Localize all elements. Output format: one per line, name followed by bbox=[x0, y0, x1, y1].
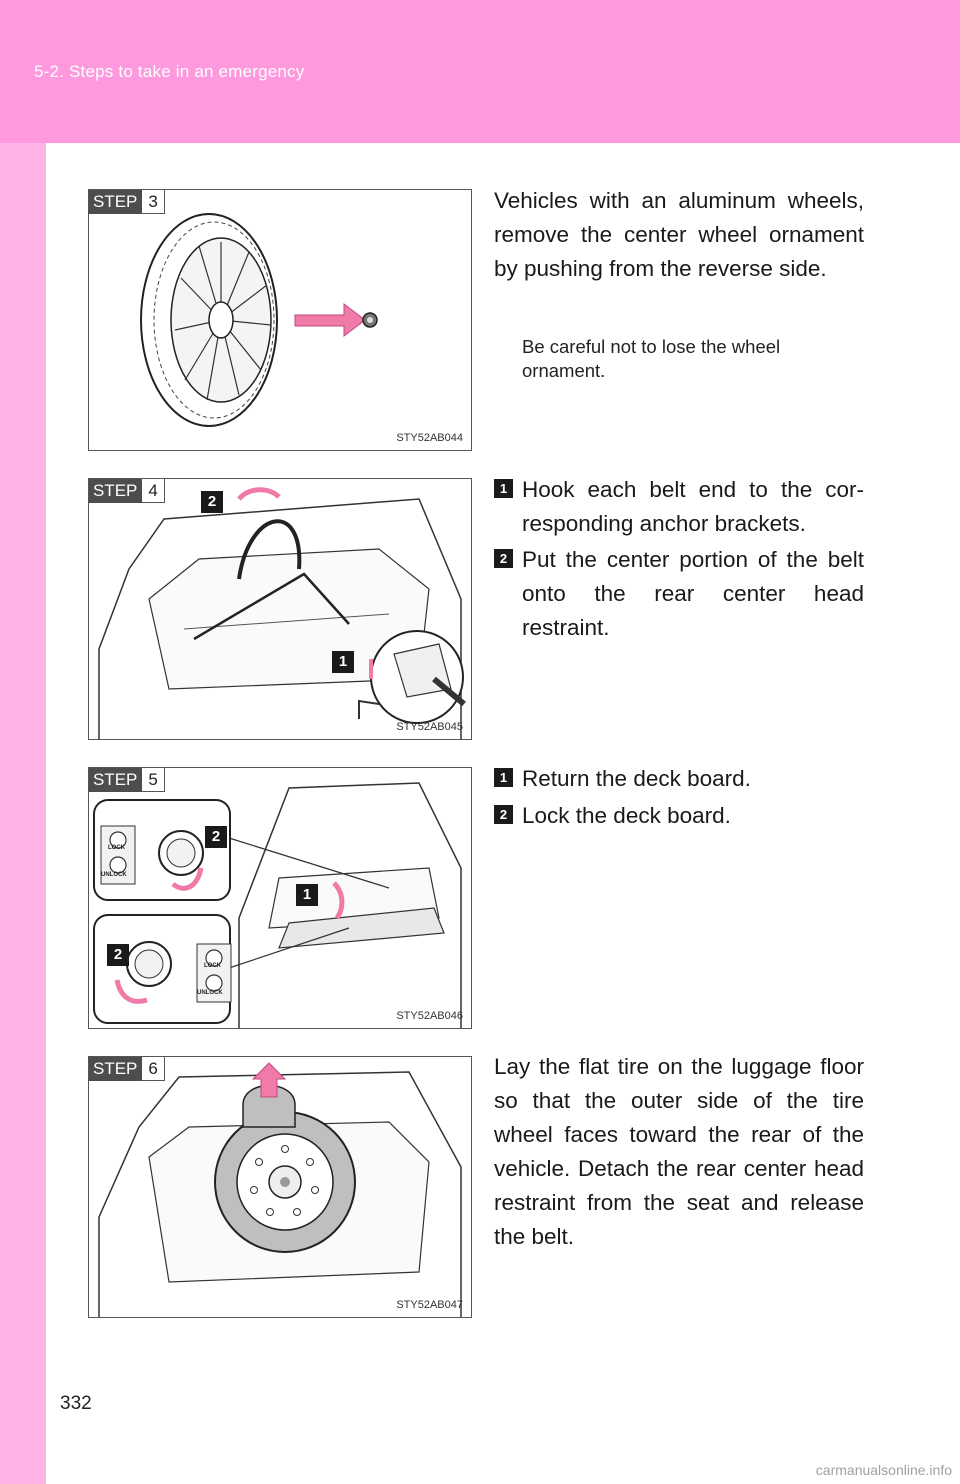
number-marker: 1 bbox=[494, 479, 513, 498]
dial-unlock-label: UNLOCK bbox=[101, 872, 127, 878]
dial-lock-label: LOCK bbox=[204, 963, 221, 969]
step-word: STEP bbox=[89, 190, 143, 214]
step-5-item: 1 Return the deck board. bbox=[494, 762, 864, 796]
step-word: STEP bbox=[89, 1057, 143, 1081]
figure-code: STY52AB047 bbox=[396, 1299, 463, 1311]
step-4-figure: 2 1 STEP 4 STY52AB045 bbox=[88, 478, 472, 740]
deck-board-illustration bbox=[93, 782, 462, 1028]
step-6-text: Lay the flat tire on the luggage floor s… bbox=[494, 1054, 864, 1249]
side-tab-strip bbox=[0, 143, 46, 1484]
dial-lock-label: LOCK bbox=[108, 845, 125, 851]
flat-tire-illustration bbox=[98, 1062, 462, 1317]
callout-marker: 2 bbox=[205, 826, 227, 848]
step-6-figure: STEP 6 STY52AB047 bbox=[88, 1056, 472, 1318]
callout-marker: 1 bbox=[332, 651, 354, 673]
number-marker: 2 bbox=[494, 805, 513, 824]
step-3-figure: STEP 3 STY52AB044 bbox=[88, 189, 472, 451]
step-5-item-text: Lock the deck board. bbox=[522, 803, 731, 828]
step-4-item: 1 Hook each belt end to the cor-respondi… bbox=[494, 473, 864, 541]
callout-marker: 1 bbox=[296, 884, 318, 906]
luggage-belt-illustration bbox=[98, 487, 466, 739]
wheel-illustration bbox=[140, 213, 378, 427]
number-marker: 2 bbox=[494, 549, 513, 568]
callout-marker: 2 bbox=[201, 491, 223, 513]
figure-code: STY52AB045 bbox=[396, 721, 463, 733]
step-word: STEP bbox=[89, 479, 143, 503]
step-label: STEP 5 bbox=[89, 768, 165, 792]
callout-marker: 2 bbox=[107, 944, 129, 966]
step-number: 4 bbox=[142, 479, 165, 503]
step-4-item-text: Hook each belt end to the cor-responding… bbox=[522, 477, 864, 536]
step-3-note: Be careful not to lose the wheel ornamen… bbox=[522, 336, 781, 381]
watermark: carmanualsonline.info bbox=[815, 1462, 952, 1478]
step-number: 6 bbox=[142, 1057, 165, 1081]
dial-unlock-label: UNLOCK bbox=[197, 990, 223, 996]
step-4-item-text: Put the center portion of the belt onto … bbox=[522, 547, 864, 640]
step-label: STEP 3 bbox=[89, 190, 165, 214]
number-marker: 1 bbox=[494, 768, 513, 787]
step-5-item-text: Return the deck board. bbox=[522, 766, 751, 791]
step-5-figure: LOCK UNLOCK LOCK UNLOCK 1 2 2 STEP 5 STY… bbox=[88, 767, 472, 1029]
step-label: STEP 6 bbox=[89, 1057, 165, 1081]
step-3-text: Vehicles with an aluminum wheels, remove… bbox=[494, 188, 864, 281]
section-title: 5-2. Steps to take in an emergency bbox=[34, 62, 305, 81]
step-number: 5 bbox=[142, 768, 165, 792]
step-word: STEP bbox=[89, 768, 143, 792]
step-label: STEP 4 bbox=[89, 479, 165, 503]
step-number: 3 bbox=[142, 190, 165, 214]
step-4-item: 2 Put the center portion of the belt ont… bbox=[494, 543, 864, 645]
figure-code: STY52AB044 bbox=[396, 432, 463, 444]
figure-code: STY52AB046 bbox=[396, 1010, 463, 1022]
page-header: 5-2. Steps to take in an emergency bbox=[0, 0, 960, 143]
step-5-item: 2 Lock the deck board. bbox=[494, 799, 864, 833]
page-number: 332 bbox=[60, 1393, 92, 1414]
